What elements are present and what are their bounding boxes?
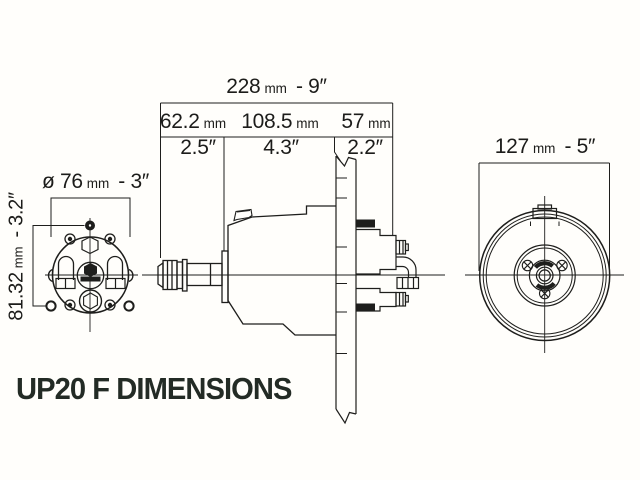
elbow-fitting (396, 256, 420, 290)
rim-top-tab (530, 204, 560, 226)
dim-line-segments (160, 136, 393, 251)
rear-outer-circle (478, 209, 611, 342)
bleed-plug (233, 208, 253, 222)
center-nut-ring (528, 259, 561, 292)
center-lines (45, 196, 624, 353)
flange-ref-bolt-right (123, 300, 135, 312)
plate-bottom-break (335, 408, 357, 425)
flange-bolt-holes (64, 233, 116, 311)
dim-line-8132 (32, 225, 85, 307)
pump-body-outline (227, 205, 336, 336)
rear-hub-circle (513, 244, 576, 307)
flange-center-hex (84, 263, 97, 277)
flange-left-slot (57, 255, 75, 280)
page-title: UP20 F DIMENSIONS (16, 371, 292, 406)
dim-rear-diameter: 127 mm - 5″ (494, 135, 596, 158)
top-port-seal (356, 219, 375, 228)
flange-bottom-hex-circle (78, 289, 103, 313)
pump-side-view (157, 155, 420, 425)
flange-center-bar (80, 276, 101, 282)
dim-bolt-spacing: 81.32 mm - 3.2″ (5, 192, 28, 321)
flange-left-ear (47, 268, 53, 283)
dim-line-228 (160, 102, 394, 258)
dim-bolt-circle: ø 76 mm - 3″ (41, 170, 150, 193)
flange-front-view (45, 220, 135, 314)
top-hydraulic-port (356, 228, 409, 275)
dim-overall-length-unit: mm (264, 81, 287, 96)
plate-tick-marks (336, 177, 347, 354)
dim-segment-3-mm: 57 mm (341, 110, 391, 133)
flange-right-slot (106, 255, 124, 280)
dim-segment-2-mm: 108.5 mm (241, 110, 319, 133)
flange-bottom-hex (83, 292, 98, 310)
dim-overall-length-mm: 228 (226, 75, 261, 98)
shaft-nut (157, 258, 188, 292)
dimension-lines (32, 102, 610, 307)
dim-segment-1-mm: 62.2 mm (159, 110, 227, 133)
flange-right-ear (128, 268, 134, 283)
center-nut-dark-arcs (530, 261, 560, 290)
flange-ref-bolt-left (45, 300, 57, 312)
bottom-port-seal (356, 303, 375, 312)
bottom-hydraulic-port (356, 287, 409, 312)
hub-screws (521, 259, 568, 300)
shaft-housing-cap (221, 250, 229, 304)
dim-segment-2-in: 4.3″ (263, 136, 299, 159)
dim-segment-1-in: 2.5″ (180, 136, 216, 159)
pump-rear-view (478, 204, 611, 342)
flange-top-hex (81, 236, 99, 255)
steering-shaft (186, 262, 223, 287)
dim-overall-length-in: - 9″ (295, 75, 327, 98)
plate-top-break (335, 155, 357, 168)
dim-overall-length: 228 mm - 9″ (160, 75, 393, 98)
flange-center-circle (76, 261, 105, 290)
dim-segment-3-in: 2.2″ (347, 136, 383, 159)
bulkhead-plate (335, 155, 357, 425)
dim-line-127 (478, 162, 610, 271)
dim-line-76 (50, 197, 131, 237)
